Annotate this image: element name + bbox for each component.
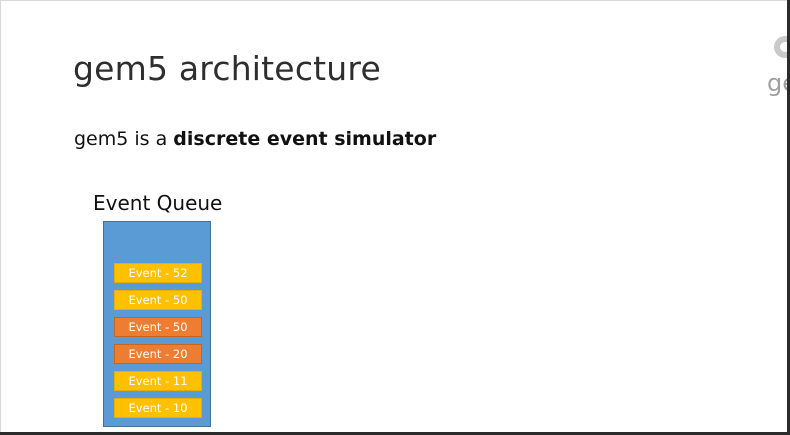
event-queue-label: Event Queue	[93, 191, 223, 215]
event-queue-box: Event - 52 Event - 50 Event - 50 Event -…	[103, 221, 211, 427]
event-item: Event - 52	[114, 263, 202, 283]
event-item: Event - 20	[114, 344, 202, 364]
event-item: Event - 50	[114, 317, 202, 337]
right-edge	[787, 0, 790, 435]
event-item: Event - 11	[114, 371, 202, 391]
logo-text: ge	[767, 69, 788, 97]
event-item: Event - 50	[114, 290, 202, 310]
gem5-logo-icon: ge	[767, 36, 788, 97]
event-item: Event - 10	[114, 398, 202, 418]
subtitle-emphasis: discrete event simulator	[173, 128, 437, 150]
subtitle-prefix: gem5 is a	[74, 128, 174, 150]
bottom-edge	[0, 432, 790, 435]
slide-title: gem5 architecture	[73, 49, 381, 88]
slide-subtitle: gem5 is a discrete event simulator	[74, 128, 436, 150]
